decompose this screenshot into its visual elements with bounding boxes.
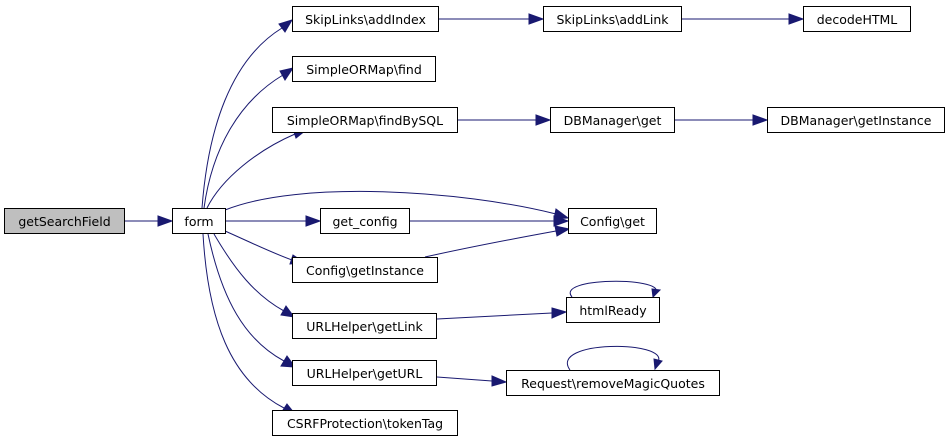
node-csrfProtection-tokenTag[interactable]: CSRFProtection\tokenTag [272,410,458,436]
node-simpleORMap-find[interactable]: SimpleORMap\find [292,56,436,82]
node-urlHelper-getLink[interactable]: URLHelper\getLink [292,313,437,339]
edge-form-skipAddIndex [201,19,294,209]
edge-skipAddIndex-skipAddLink [439,13,545,25]
node-skipLinks-addIndex[interactable]: SkipLinks\addIndex [292,6,439,32]
edge-skipAddLink-decodeHTML [682,13,805,25]
edge-form-urlGetURL [207,233,297,368]
node-request-removeMagicQuotes[interactable]: Request\removeMagicQuotes [506,370,720,396]
edge-form-getConfig [226,215,322,227]
node-htmlReady[interactable]: htmlReady [566,297,660,323]
edge-form-ormFindBySQL [206,128,308,209]
node-dbManager-getInstance[interactable]: DBManager\getInstance [767,107,945,133]
node-form[interactable]: form [172,208,226,234]
node-dbManager-get[interactable]: DBManager\get [550,107,675,133]
edge-form-csrfTokenTag [202,233,297,415]
node-skipLinks-addLink[interactable]: SkipLinks\addLink [543,6,682,32]
node-urlHelper-getURL[interactable]: URLHelper\getURL [292,360,437,386]
edge-form-urlGetLink [213,233,296,318]
edge-urlGetLink-htmlReady [436,307,568,320]
edge-form-ormFind [203,67,295,209]
edge-htmlReady-htmlReady [569,280,662,299]
edge-urlGetURL-removeMagicQuotes [436,375,508,387]
edge-getSearchField-form [125,215,174,227]
edge-removeMagicQuotes-removeMagicQuotes [566,345,663,371]
edge-configGetInstance-configGet [424,225,571,258]
edge-getConfig-configGet [410,215,570,227]
node-decodeHTML[interactable]: decodeHTML [803,6,911,32]
node-simpleORMap-findBySQL[interactable]: SimpleORMap\findBySQL [272,107,458,133]
edge-dbGet-dbGetInstance [675,114,769,126]
node-get-config[interactable]: get_config [320,208,410,234]
edge-ormFindBySQL-dbGet [458,114,552,126]
node-config-get[interactable]: Config\get [568,208,657,234]
node-config-getInstance[interactable]: Config\getInstance [292,257,438,283]
node-getSearchField: getSearchField [4,208,125,234]
